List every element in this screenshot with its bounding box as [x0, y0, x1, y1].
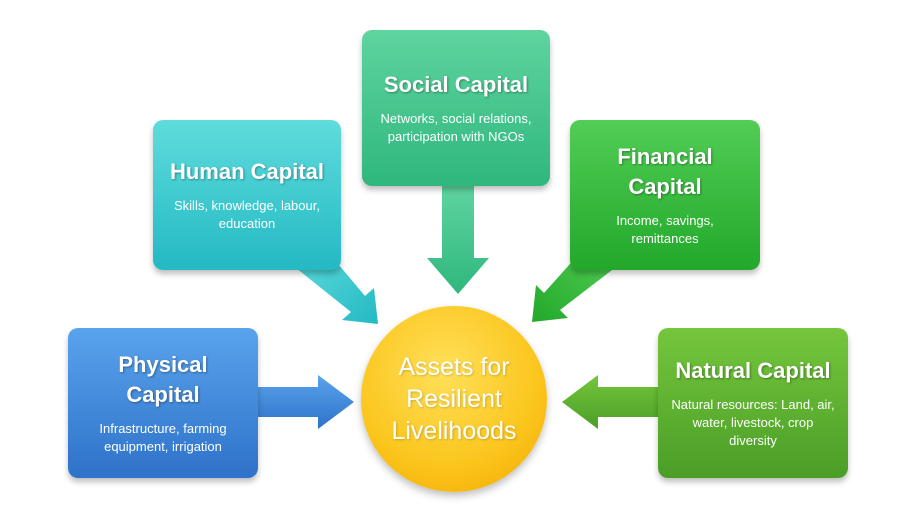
natural-capital-title: Natural Capital [675, 358, 831, 383]
natural-capital-description: Natural resources: Land, air, water, liv… [671, 397, 835, 448]
arrow-physical [258, 375, 354, 429]
natural-capital-box: Natural Capital Natural resources: Land,… [658, 328, 848, 478]
financial-capital-description: Income, savings, remittances [616, 213, 714, 246]
physical-capital-box: Physical Capital Infrastructure, farming… [68, 328, 258, 478]
arrow-natural [562, 375, 658, 429]
financial-capital-title: Financial Capital [617, 144, 713, 199]
financial-capital-box: Financial Capital Income, savings, remit… [570, 120, 760, 270]
physical-capital-description: Infrastructure, farming equipment, irrig… [99, 421, 227, 454]
human-capital-description: Skills, knowledge, labour, education [174, 198, 320, 231]
center-label: Assets for Resilient Livelihoods [391, 353, 517, 445]
human-capital-box: Human Capital Skills, knowledge, labour,… [153, 120, 341, 270]
arrow-social [427, 186, 489, 294]
social-capital-title: Social Capital [383, 72, 529, 97]
physical-capital-title: Physical Capital [118, 352, 208, 407]
social-capital-box: Social Capital Networks, social relation… [362, 30, 550, 186]
social-capital-description: Networks, social relations, participatio… [380, 111, 532, 144]
resilient-livelihoods-circle: Assets for Resilient Livelihoods [361, 306, 547, 492]
human-capital-title: Human Capital [169, 159, 325, 184]
